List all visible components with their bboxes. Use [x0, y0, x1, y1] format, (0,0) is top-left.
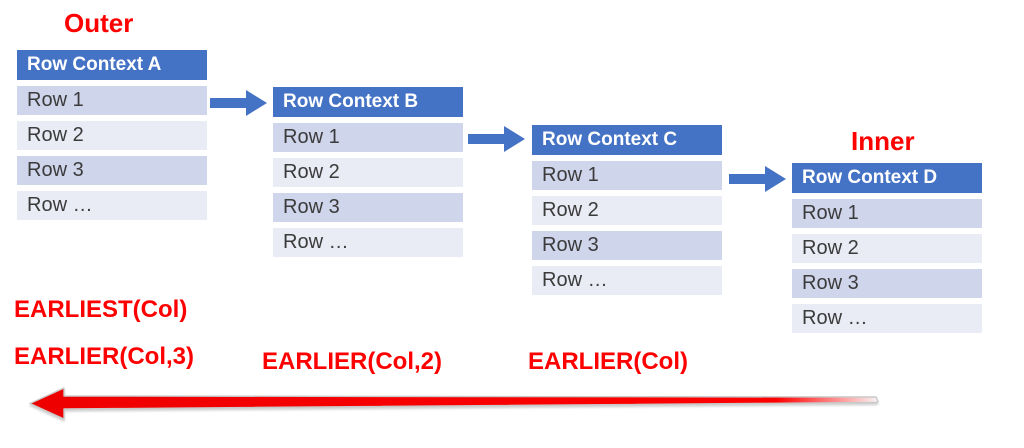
- inner-label: Inner: [851, 126, 915, 156]
- table-row: Row 1: [792, 199, 982, 228]
- table-row-context-b: Row Context B Row 1 Row 2 Row 3 Row …: [273, 87, 463, 257]
- table-row: Row 3: [17, 156, 207, 185]
- flow-arrow-a-to-b-icon: [210, 90, 267, 116]
- flow-arrow-c-to-d-icon: [729, 166, 786, 192]
- table-row: Row 3: [532, 231, 722, 260]
- earlier-direction-arrow-icon: [29, 387, 879, 420]
- table-row: Row 3: [792, 269, 982, 298]
- earlier-col-2-label: EARLIER(Col,2): [262, 348, 442, 375]
- table-header: Row Context A: [17, 50, 207, 80]
- table-row: Row 2: [532, 196, 722, 225]
- table-row: Row 1: [17, 86, 207, 115]
- earlier-col-3-label: EARLIER(Col,3): [14, 343, 194, 370]
- table-row-context-c: Row Context C Row 1 Row 2 Row 3 Row …: [532, 125, 722, 295]
- earlier-col-label: EARLIER(Col): [528, 348, 688, 375]
- flow-arrow-b-to-c-icon: [468, 126, 525, 152]
- table-row: Row 1: [273, 123, 463, 152]
- table-row: Row 3: [273, 193, 463, 222]
- table-row: Row 2: [17, 121, 207, 150]
- earliest-col-label: EARLIEST(Col): [14, 296, 188, 323]
- table-header: Row Context C: [532, 125, 722, 155]
- table-row: Row …: [792, 304, 982, 333]
- outer-label: Outer: [64, 8, 134, 38]
- table-header: Row Context D: [792, 163, 982, 193]
- table-row-context-a: Row Context A Row 1 Row 2 Row 3 Row …: [17, 50, 207, 220]
- table-header: Row Context B: [273, 87, 463, 117]
- table-row: Row 2: [792, 234, 982, 263]
- table-row: Row …: [273, 228, 463, 257]
- table-row: Row 2: [273, 158, 463, 187]
- table-row-context-d: Row Context D Row 1 Row 2 Row 3 Row …: [792, 163, 982, 333]
- table-row: Row …: [17, 191, 207, 220]
- table-row: Row …: [532, 266, 722, 295]
- table-row: Row 1: [532, 161, 722, 190]
